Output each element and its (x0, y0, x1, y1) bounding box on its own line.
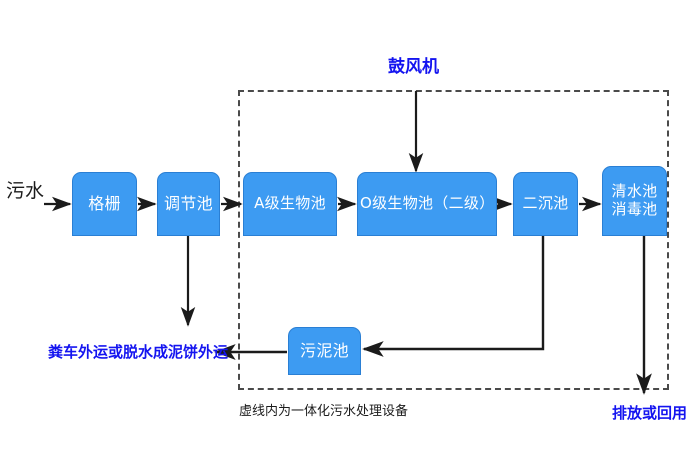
node-secondary-sedimentation-tank-label: 二沉池 (522, 194, 569, 213)
label-manure-truck-disposal: 粪车外运或脱水成泥饼外运 (48, 343, 229, 361)
node-adjustment-tank[interactable]: 调节池 (157, 172, 220, 236)
label-discharge-or-reuse: 排放或回用 (612, 404, 688, 422)
node-sludge-tank[interactable]: 污泥池 (288, 327, 361, 375)
node-sludge-tank-label: 污泥池 (300, 340, 349, 360)
node-a-stage-bio-tank[interactable]: A级生物池 (243, 172, 337, 236)
node-a-stage-bio-tank-label: A级生物池 (254, 194, 326, 213)
label-enclosure-caption: 虚线内为一体化污水处理设备 (239, 404, 409, 419)
label-influent: 污水 (6, 180, 45, 202)
arrow-sediment-to-sludge (362, 236, 545, 357)
node-o-stage-bio-tank[interactable]: O级生物池（二级） (357, 172, 497, 236)
node-grid[interactable]: 格栅 (72, 172, 137, 236)
integrated-equipment-enclosure (238, 90, 669, 390)
node-clear-water-disinfection-tank[interactable]: 清水池 消毒池 (602, 166, 667, 236)
node-adjustment-tank-label: 调节池 (164, 193, 213, 213)
node-clear-water-disinfection-tank-label: 清水池 消毒池 (611, 182, 658, 218)
label-blower: 鼓风机 (388, 57, 439, 77)
node-secondary-sedimentation-tank[interactable]: 二沉池 (513, 172, 578, 236)
node-grid-label: 格栅 (88, 193, 121, 213)
node-o-stage-bio-tank-label: O级生物池（二级） (360, 194, 495, 213)
